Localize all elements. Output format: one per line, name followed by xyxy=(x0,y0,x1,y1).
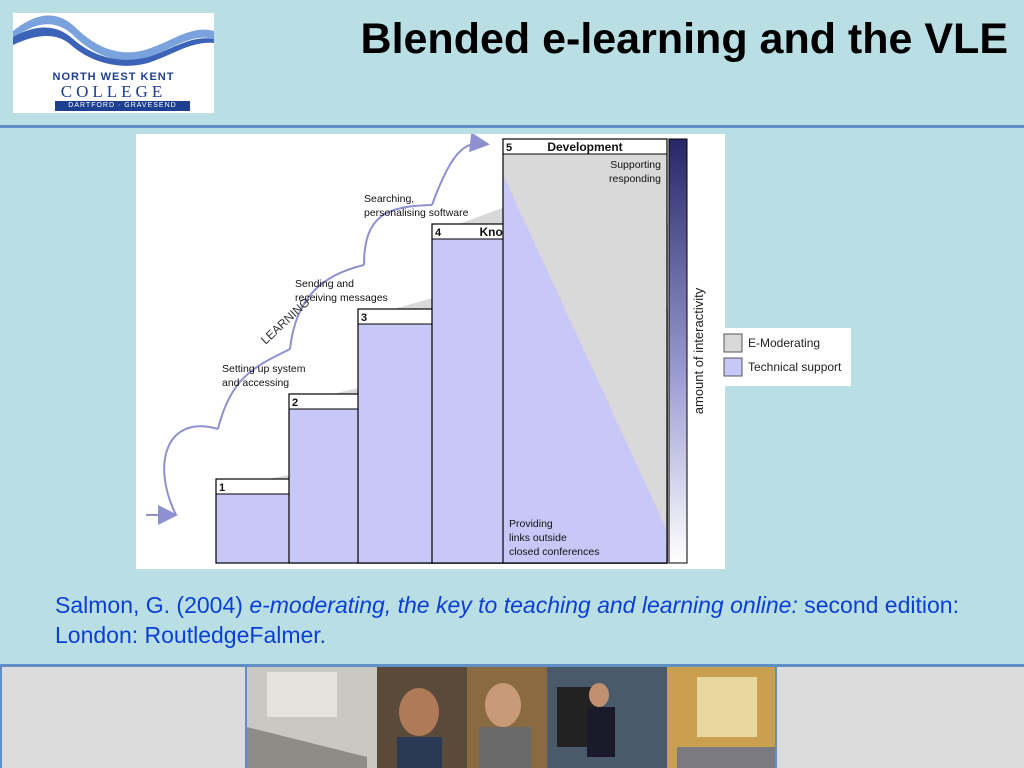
stage-1-number: 1 xyxy=(219,482,225,494)
stage-1-technical-text: and accessing xyxy=(222,377,289,389)
stage-2-technical-text: Sending and xyxy=(295,278,354,290)
stage-4-number: 4 xyxy=(435,227,442,239)
citation-author: Salmon, G. (2004) xyxy=(55,592,250,618)
stage-3-technical-text: Searching, xyxy=(364,193,414,205)
logo-wave-icon xyxy=(13,15,214,66)
legend-label-1: Technical support xyxy=(748,360,842,374)
stage-2-technical-text: receiving messages xyxy=(295,292,388,304)
stage-5-technical-text: links outside xyxy=(509,532,567,544)
college-logo: NORTH WEST KENT COLLEGE DARTFORD · GRAVE… xyxy=(13,13,214,113)
citation: Salmon, G. (2004) e-moderating, the key … xyxy=(55,590,985,650)
slide-title: Blended e-learning and the VLE xyxy=(360,15,1008,63)
logo-line-3: DARTFORD · GRAVESEND xyxy=(55,101,190,111)
footer-band xyxy=(0,667,1024,768)
stage-2-number: 2 xyxy=(292,397,298,409)
logo-line-1: NORTH WEST KENT xyxy=(52,71,175,83)
legend-label-0: E-Moderating xyxy=(748,336,820,350)
logo-line-2: COLLEGE xyxy=(60,82,167,101)
interactivity-axis-label: amount of interactivity xyxy=(691,287,706,414)
stage-3-technical-text: personalising software xyxy=(364,207,469,219)
citation-publisher: second edition: London: RoutledgeFalmer. xyxy=(55,592,959,648)
classroom-photo xyxy=(245,667,777,768)
stage-5-emoderating-text: Supporting xyxy=(610,159,661,171)
legend-swatch-1 xyxy=(723,357,743,377)
stage-5-name: Development xyxy=(547,140,622,154)
stage-5-technical-text: Providing xyxy=(509,518,553,530)
stage-5-emoderating-text: responding xyxy=(609,173,661,185)
stage-5-number: 5 xyxy=(506,142,512,154)
interactivity-bar xyxy=(668,138,688,564)
stage-1-technical-text: Setting up system xyxy=(222,363,306,375)
stage-5-technical-text: closed conferences xyxy=(509,546,599,558)
stage-5-border xyxy=(502,138,668,564)
five-stage-model-diagram: LEARNING 1Access and motivationWelcoming… xyxy=(136,134,725,569)
stage-5-emoderating-area xyxy=(503,154,667,531)
legend-swatch-0 xyxy=(723,333,743,353)
stage-3-number: 3 xyxy=(361,312,367,324)
header-divider xyxy=(0,125,1024,128)
footer-divider xyxy=(0,664,1024,667)
citation-title: e-moderating, the key to teaching and le… xyxy=(249,592,798,618)
